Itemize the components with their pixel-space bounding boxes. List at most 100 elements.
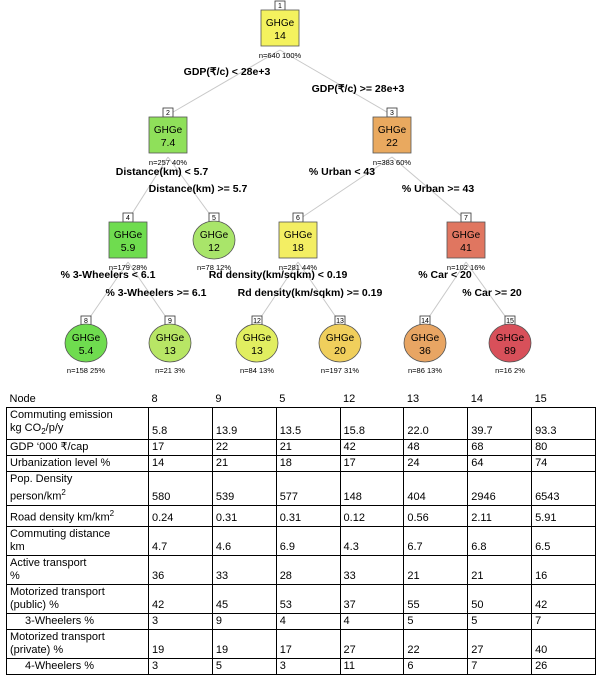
node-stats: n=257 40% [149,158,187,167]
table-cell: 5.91 [531,504,596,527]
table-cell: 21 [275,439,341,457]
table-cell: 21 [403,554,469,585]
table-cell: 4.6 [211,525,277,556]
node-stats: n=21 3% [155,366,185,375]
tree-edge-1-2 [167,49,281,116]
table-cell: 6.8 [467,525,533,556]
table-cell: 68 [467,439,533,457]
tree-edge-6-12 [256,261,299,324]
node-label: GHGe [496,333,525,344]
header-node: 5 [276,392,341,408]
table-cell: 539 [211,471,277,506]
tree-edge-6-13 [297,261,341,324]
row-label: GDP ‘000 ₹/cap [6,439,149,457]
split-label-2-5: Distance(km) >= 5.7 [149,183,248,195]
table-cell: 6 [403,657,469,675]
node-box [108,221,148,259]
header-label: Node [6,392,149,408]
table-cell: 27 [339,628,405,659]
node-stats: n=197 31% [321,366,359,375]
table-cell: 3 [148,657,213,675]
table-cell: 14 [148,455,213,473]
node-stats: n=179 28% [109,263,147,272]
node-box [260,9,300,47]
split-label-3-7: % Urban >= 43 [402,183,475,195]
table-cell: 45 [211,583,277,614]
table-cell: 50 [467,583,533,614]
header-node: 9 [212,392,277,408]
table-cell: 0.12 [339,504,405,527]
node-label: GHGe [72,333,101,344]
node-id: 5 [212,215,216,222]
node-leaf [192,220,236,260]
table-cell: 33 [211,554,277,585]
table-cell: 9 [211,612,277,630]
tree-edge-4-9 [127,261,171,324]
node-leaf [235,323,279,363]
node-value: 18 [292,242,304,254]
table-cell: 6.7 [403,525,469,556]
table-cell: 21 [467,554,533,585]
table-cell: 7 [467,657,533,675]
table-cell: 26 [531,657,596,675]
table-cell: 5 [211,657,277,675]
header-node: 8 [148,392,213,408]
node-stats: n=158 25% [67,366,105,375]
node-stats: n=102 16% [447,263,485,272]
split-label-7-15: % Car >= 20 [462,287,522,299]
node-stats: n=16 2% [495,366,525,375]
split-label-3-6: % Urban < 43 [309,166,375,178]
split-label-7-14: % Car < 20 [418,269,472,281]
table-cell: 0.24 [148,504,213,527]
node-stats: n=86 13% [408,366,442,375]
split-label-4-9: % 3-Wheelers >= 6.1 [106,287,207,299]
node-box [446,221,486,259]
node-id: 8 [84,318,88,325]
node-value: 36 [419,345,431,357]
table-cell: 2.11 [467,504,533,527]
node-id: 7 [464,215,468,222]
row-label: Motorized transport(public) % [6,583,149,614]
node-leaf [318,323,362,363]
node-label: GHGe [452,230,481,241]
node-label: GHGe [378,125,407,136]
tree-edge-7-14 [424,261,467,324]
node-leaf [64,323,108,363]
row-label: Motorized transport(private) % [6,628,149,659]
node-stats: n=78 12% [197,263,231,272]
table-cell: 6543 [531,471,596,506]
table-cell: 5.8 [148,406,213,441]
tree-edge-3-6 [297,156,393,221]
node-label: GHGe [266,18,295,29]
node-id: 1 [278,3,282,10]
table-cell: 4 [339,612,405,630]
node-id: 13 [336,318,344,325]
tree-edge-1-3 [279,49,393,116]
split-label-6-13: Rd density(km/sqkm) >= 0.19 [238,287,383,299]
table-cell: 580 [148,471,213,506]
tree-edge-3-7 [391,156,467,221]
split-label-1-3: GDP(₹/c) >= 28e+3 [312,83,405,95]
node-value: 22 [386,137,398,149]
table-cell: 22.0 [403,406,469,441]
table-cell: 17 [148,439,213,457]
node-value: 13 [251,345,263,357]
node-value: 89 [504,345,516,357]
table-cell: 2946 [467,471,533,506]
table-cell: 3 [148,612,213,630]
node-label: GHGe [284,230,313,241]
